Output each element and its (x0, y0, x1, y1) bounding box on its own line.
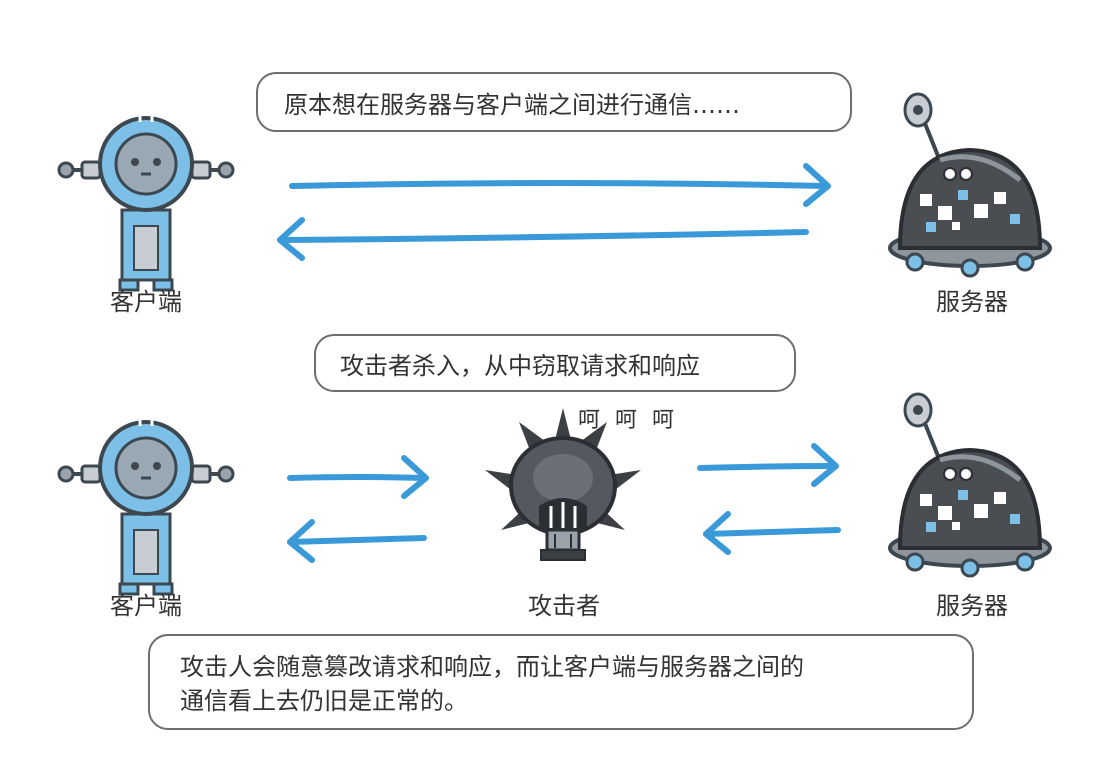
attacker-label: 攻击者 (528, 592, 600, 620)
top-server-label: 服务器 (936, 288, 1008, 316)
client-to-attacker-arrow (287, 455, 429, 499)
top-bubble-text: 原本想在服务器与客户端之间进行通信…… (284, 90, 740, 119)
middle-client-label: 客户端 (110, 592, 182, 620)
top-speech-bubble: 原本想在服务器与客户端之间进行通信…… (256, 72, 852, 132)
top-response-arrow (277, 217, 809, 261)
server-to-attacker-arrow (703, 511, 841, 555)
attacker-to-server-arrow (697, 443, 839, 487)
top-client-label: 客户端 (110, 288, 182, 316)
middle-speech-bubble: 攻击者杀入，从中窃取请求和响应 (314, 334, 796, 392)
bottom-bubble-line2: 通信看上去仍旧是正常的。 (180, 687, 468, 715)
top-request-arrow (289, 163, 831, 207)
attacker-laugh-text: 呵 呵 呵 (578, 408, 678, 433)
bottom-speech-bubble: 攻击人会随意篡改请求和响应，而让客户端与服务器之间的 通信看上去仍旧是正常的。 (148, 634, 974, 730)
bottom-bubble-line1: 攻击人会随意篡改请求和响应，而让客户端与服务器之间的 (180, 653, 804, 681)
middle-server-label: 服务器 (936, 592, 1008, 620)
attacker-to-client-arrow (287, 519, 427, 563)
middle-bubble-text: 攻击者杀入，从中窃取请求和响应 (340, 351, 700, 380)
